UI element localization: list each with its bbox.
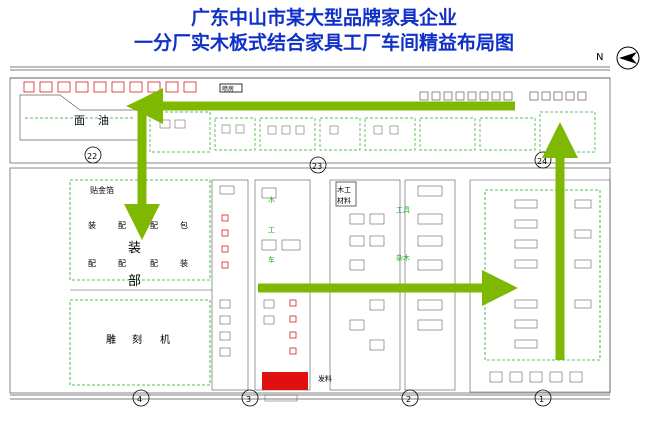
pack-label-2: 装 xyxy=(180,258,188,268)
zone-24-upper xyxy=(419,111,596,153)
assembly-r2-1: 配 xyxy=(88,259,96,268)
tool-label: 工具 xyxy=(396,206,410,214)
assembly-r2-3: 配 xyxy=(150,259,158,268)
wood-work-label: 木工 xyxy=(337,185,351,194)
zone-23-machines xyxy=(159,119,399,135)
assembly-big-1: 装 xyxy=(128,241,141,256)
north-label: N xyxy=(596,52,603,63)
zone-3-label: 3 xyxy=(246,395,251,404)
sticker-label: 贴金箔 xyxy=(90,185,114,195)
zone-2-label: 2 xyxy=(406,395,411,404)
zone-3-area: 发料 木 工 车 3 xyxy=(211,179,332,407)
north-compass: N xyxy=(596,46,640,70)
title-line-1: 广东中山市某大型品牌家具企业 xyxy=(190,7,457,29)
wood-label-2: 工 xyxy=(268,226,275,234)
dispatch-label: 发料 xyxy=(318,374,332,383)
paint-room-label: 喷房 xyxy=(222,85,234,93)
oil-label-1: 面 xyxy=(74,114,85,127)
oil-label-2: 油 xyxy=(98,113,109,127)
zone-23-label: 23 xyxy=(312,162,322,171)
assembly-col-2: 配 xyxy=(118,221,126,230)
title-line-2: 一分厂实木板式结合家具工厂车间精益布局图 xyxy=(133,32,514,54)
flow-arrowheads xyxy=(126,98,568,296)
zone-1-label: 1 xyxy=(539,395,544,404)
top-equipment-row xyxy=(23,81,197,93)
zone-22-label: 22 xyxy=(87,152,97,161)
carve-label-2: 刻 xyxy=(132,333,142,346)
assembly-col-3: 配 xyxy=(150,221,158,230)
zone-23-upper xyxy=(149,111,416,153)
carve-label-1: 雕 xyxy=(106,333,116,346)
zone-2-area: 木工 材料 工具 杂木 2 xyxy=(329,179,456,407)
zone-24-label: 24 xyxy=(537,157,547,166)
assembly-big-2: 部 xyxy=(128,274,141,289)
wood-label-1: 木 xyxy=(268,195,275,204)
wood-label-3: 车 xyxy=(268,255,275,264)
top-right-boxes xyxy=(419,91,587,101)
assembly-col-1: 装 xyxy=(88,220,96,230)
material-label: 材料 xyxy=(337,196,351,205)
misc-label: 杂木 xyxy=(396,253,410,262)
carve-label-3: 机 xyxy=(160,333,170,346)
zone-22-area: 面 油 22 xyxy=(19,94,141,164)
pack-label: 包 xyxy=(180,220,188,230)
process-flow-arrows xyxy=(124,88,578,360)
assembly-r2-2: 配 xyxy=(118,259,126,268)
zone-1-area: 1 xyxy=(469,179,611,407)
zone-4-label: 4 xyxy=(137,395,142,404)
zone-4-assembly: 贴金箔 装 配 配 包 配 配 配 装 装 部 雕 刻 机 4 xyxy=(69,179,212,407)
